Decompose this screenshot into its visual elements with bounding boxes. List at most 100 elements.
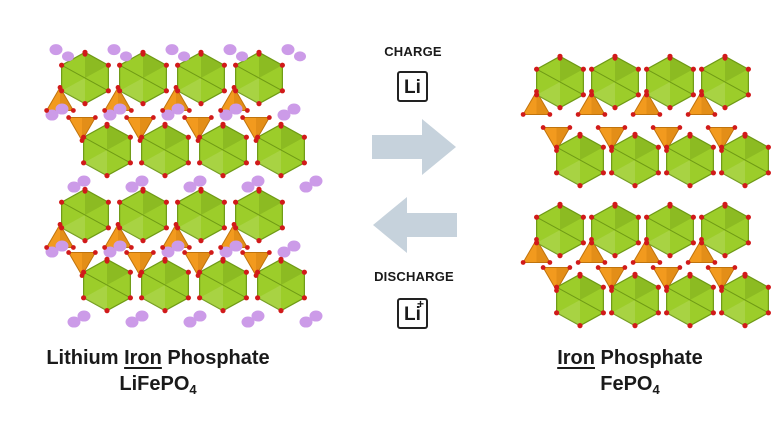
- lithium-ion-atom: [45, 246, 59, 258]
- oxygen-atom: [44, 108, 50, 113]
- left-formula-main: LiFePO: [119, 373, 190, 395]
- lithium-ion-atom: [251, 175, 265, 187]
- oxygen-atom: [255, 295, 261, 301]
- oxygen-atom: [198, 238, 204, 244]
- oxygen-atom: [255, 269, 261, 275]
- lithium-ion-atom: [281, 44, 295, 56]
- oxygen-atom: [279, 62, 285, 68]
- left-structure-formula: LiFePO4: [0, 371, 316, 403]
- oxygen-atom: [104, 258, 110, 264]
- oxygen-atom: [82, 51, 88, 57]
- oxygen-atom: [198, 188, 204, 194]
- oxygen-atom: [197, 295, 203, 301]
- octahedron-facet: [119, 78, 143, 104]
- oxygen-atom: [233, 62, 239, 68]
- oxygen-atom: [92, 115, 98, 120]
- lithium-ion-atom: [77, 175, 91, 187]
- oxygen-atom: [117, 225, 123, 231]
- oxygen-atom: [243, 295, 249, 301]
- lithium-ion-atom: [62, 51, 74, 62]
- octahedron-facet: [61, 215, 85, 241]
- oxygen-atom: [220, 173, 226, 179]
- oxygen-atom: [186, 245, 192, 250]
- lithium-ion-atom: [113, 240, 127, 252]
- octahedron-facet: [165, 259, 189, 285]
- oxygen-atom: [81, 269, 87, 275]
- oxygen-atom: [59, 88, 65, 94]
- octahedron-facet: [165, 124, 189, 150]
- charge-arrow-right-icon: [372, 119, 456, 175]
- oxygen-atom: [81, 160, 87, 166]
- lithium-ion-atom: [299, 316, 313, 328]
- lithium-ion-atom: [125, 181, 139, 193]
- lithium-ion-atom: [67, 181, 81, 193]
- oxygen-atom: [82, 238, 88, 244]
- lithium-ion-box-icon: Li +: [397, 297, 428, 329]
- octahedron-facet: [259, 52, 283, 78]
- po4-tetrahedron: [183, 117, 213, 142]
- octahedron-facet: [107, 124, 131, 150]
- lithium-ion-atom: [165, 44, 179, 56]
- oxygen-atom: [162, 123, 168, 129]
- oxygen-atom: [81, 134, 87, 140]
- tetrahedron-facet: [140, 252, 154, 276]
- octahedron-edge: [199, 271, 247, 299]
- oxygen-atom: [301, 134, 307, 140]
- left-name-prefix: Lithium: [46, 347, 125, 369]
- octahedron-edge: [61, 201, 109, 229]
- oxygen-atom: [59, 62, 65, 68]
- octahedron-edge: [235, 64, 283, 92]
- lithium-ion-atom: [183, 181, 197, 193]
- lithium-ion-atom: [77, 310, 91, 322]
- lithium-box-icon: Li: [397, 71, 428, 102]
- lithium-ion-atom: [171, 240, 185, 252]
- lithium-ion-atom: [223, 44, 237, 56]
- octahedron-facet: [85, 189, 109, 215]
- oxygen-atom: [150, 250, 156, 255]
- octahedron-edge: [199, 136, 247, 164]
- oxygen-atom: [278, 173, 284, 179]
- oxygen-atom: [66, 250, 72, 255]
- oxygen-atom: [175, 225, 181, 231]
- octahedron-edge: [257, 136, 305, 164]
- lithium-ion-atom: [161, 246, 175, 258]
- oxygen-atom: [233, 199, 239, 205]
- lithium-ion-atom: [178, 51, 190, 62]
- oxygen-atom: [139, 160, 145, 166]
- lithium-ion-atom: [229, 240, 243, 252]
- oxygen-atom: [175, 199, 181, 205]
- oxygen-atom: [256, 51, 262, 57]
- oxygen-atom: [105, 88, 111, 94]
- oxygen-atom: [278, 123, 284, 129]
- lithium-symbol: Li: [404, 77, 421, 98]
- lithium-ion-atom: [229, 103, 243, 115]
- right-structure-name: Iron Phosphate: [500, 345, 760, 371]
- discharge-arrow-left-icon: [373, 197, 457, 253]
- oxygen-atom: [117, 62, 123, 68]
- oxygen-atom: [220, 258, 226, 264]
- oxygen-atom: [139, 269, 145, 275]
- lithium-ion-atom: [287, 240, 301, 252]
- oxygen-atom: [301, 269, 307, 275]
- oxygen-atom: [279, 225, 285, 231]
- tetrahedron-facet: [256, 252, 270, 276]
- octahedron-edge: [235, 201, 283, 229]
- oxygen-atom: [82, 101, 88, 107]
- oxygen-atom: [256, 188, 262, 194]
- lithium-ion-atom: [161, 109, 175, 121]
- octahedron-facet: [119, 215, 143, 241]
- right-structure-formula: FePO4: [500, 371, 760, 403]
- oxygen-atom: [117, 199, 123, 205]
- octahedron-facet: [235, 78, 259, 104]
- tetrahedron-facet: [82, 252, 96, 276]
- oxygen-atom: [279, 88, 285, 94]
- oxygen-atom: [105, 62, 111, 68]
- lithium-ion-atom: [309, 175, 323, 187]
- oxygen-atom: [124, 250, 130, 255]
- octahedron-facet: [281, 124, 305, 150]
- octahedron-facet: [177, 78, 201, 104]
- octahedron-facet: [85, 52, 109, 78]
- oxygen-atom: [220, 123, 226, 129]
- oxygen-atom: [105, 225, 111, 231]
